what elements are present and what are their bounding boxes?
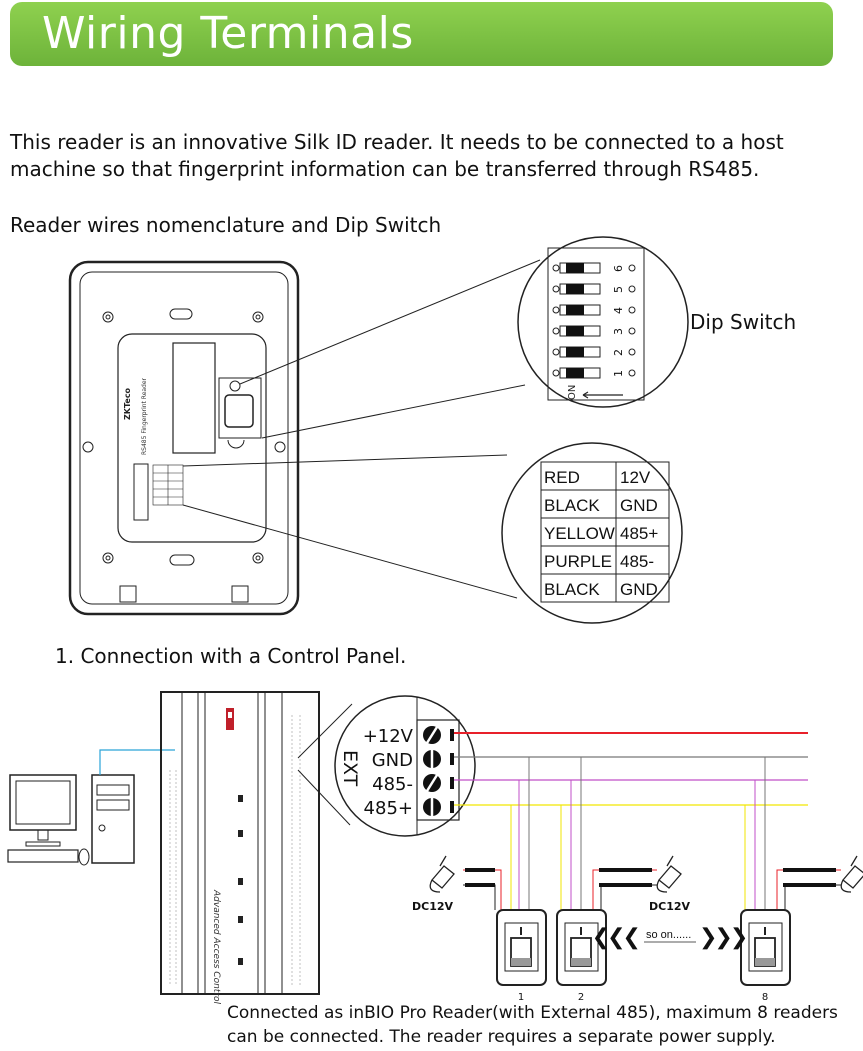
so-on-label: so on...... [646,929,691,941]
power-adapter-icon [656,855,682,893]
host-computer [7,749,175,866]
ext-pin-label: +12V [363,726,414,747]
page-title: Wiring Terminals [42,8,414,59]
section-title-nomenclature: Reader wires nomenclature and Dip Switch [10,213,442,237]
fingerprint-reader-1: 1 [496,909,547,1003]
section-banner: Wiring Terminals [10,2,833,66]
reader-number: 8 [762,992,768,1003]
dip-number: 1 [612,370,625,377]
wire-color: BLACK [544,496,600,515]
reader-back-view: RS485 Fingerprint Reader ZKTeco [68,260,300,616]
ext-pin-label: GND [372,750,413,771]
ext-pin: +12V [363,726,454,747]
ext-pin: GND [372,750,454,771]
dip-switch-4: 4 [552,304,636,316]
power-adapter-icon [429,855,455,893]
wire-color: PURPLE [544,552,612,571]
intro-line-2: machine so that fingerprint information … [10,157,760,181]
power-supply-label: DC12V [412,900,454,913]
wire-table-magnifier: RED 12V BLACK GND YELLOW 485+ PURPLE 485- BLACK G… [501,442,683,624]
ext-pin: 485- [372,774,454,795]
power-supply-label: DC12V [649,900,691,913]
ext-label: EXT [339,750,361,787]
reader-model-text: RS485 Fingerprint Reader [141,377,148,455]
dip-switch-1: 1 [552,367,636,379]
dip-number: 3 [612,328,625,335]
wire-color: BLACK [544,580,600,599]
dip-switch-magnifier: 6 5 4 3 2 1 ON [517,236,689,408]
dip-number: 5 [612,286,625,293]
wire-table-row: BLACK GND [540,573,670,603]
wire-signal: 12V [620,468,651,487]
reader-number: 2 [578,992,584,1003]
dip-switch-3: 3 [552,325,636,337]
dip-switch-6: 6 [552,262,636,274]
dip-number: 6 [612,265,625,272]
dip-on-label: ON [567,385,578,400]
section-title-control-panel: 1. Connection with a Control Panel. [55,644,407,668]
so-on-indicator: ❮❮❮ so on...... ❯❯❯ [592,925,749,950]
controller-logo [226,708,234,730]
fingerprint-reader-2: 2 [556,909,607,1003]
controller-label: Advanced Access Control [211,889,221,1005]
arrows-right-icon: ❯❯❯ [699,925,746,950]
wire-signal: GND [620,496,658,515]
footer-line-1: Connected as inBIO Pro Reader(with Exter… [227,1003,838,1023]
dip-number: 4 [612,307,625,314]
dip-number: 2 [612,349,625,356]
wire-table-row: BLACK GND [540,489,670,519]
wire-table-row: YELLOW 485+ [540,517,670,547]
dip-switch-2: 2 [552,346,636,358]
ext-pin-label: 485- [372,774,413,795]
control-panel: Advanced Access Control [160,691,320,1005]
reader-number: 1 [518,992,524,1003]
wire-color: YELLOW [544,524,615,543]
wire-signal: 485- [620,552,654,571]
intro-line-1: This reader is an innovative Silk ID rea… [10,130,784,154]
power-adapter-icon [840,855,863,893]
wire-signal: GND [620,580,658,599]
footer-line-2: can be connected. The reader requires a … [227,1027,776,1047]
dip-switch-5: 5 [552,283,636,295]
wire-table-row: RED 12V [540,461,670,491]
ext-terminal-magnifier: EXT +12V GND 485- 485+ [334,695,476,837]
ext-pin: 485+ [364,798,454,819]
arrows-left-icon: ❮❮❮ [592,925,639,950]
dip-switch-label: Dip Switch [690,310,797,334]
reader-brand-logo: ZKTeco [123,387,132,420]
ext-pin-label: 485+ [364,798,413,819]
wire-color: RED [544,468,580,487]
fingerprint-reader-8: 8 [740,909,791,1003]
wire-signal: 485+ [620,524,658,543]
wire-table-row: PURPLE 485- [540,545,670,575]
